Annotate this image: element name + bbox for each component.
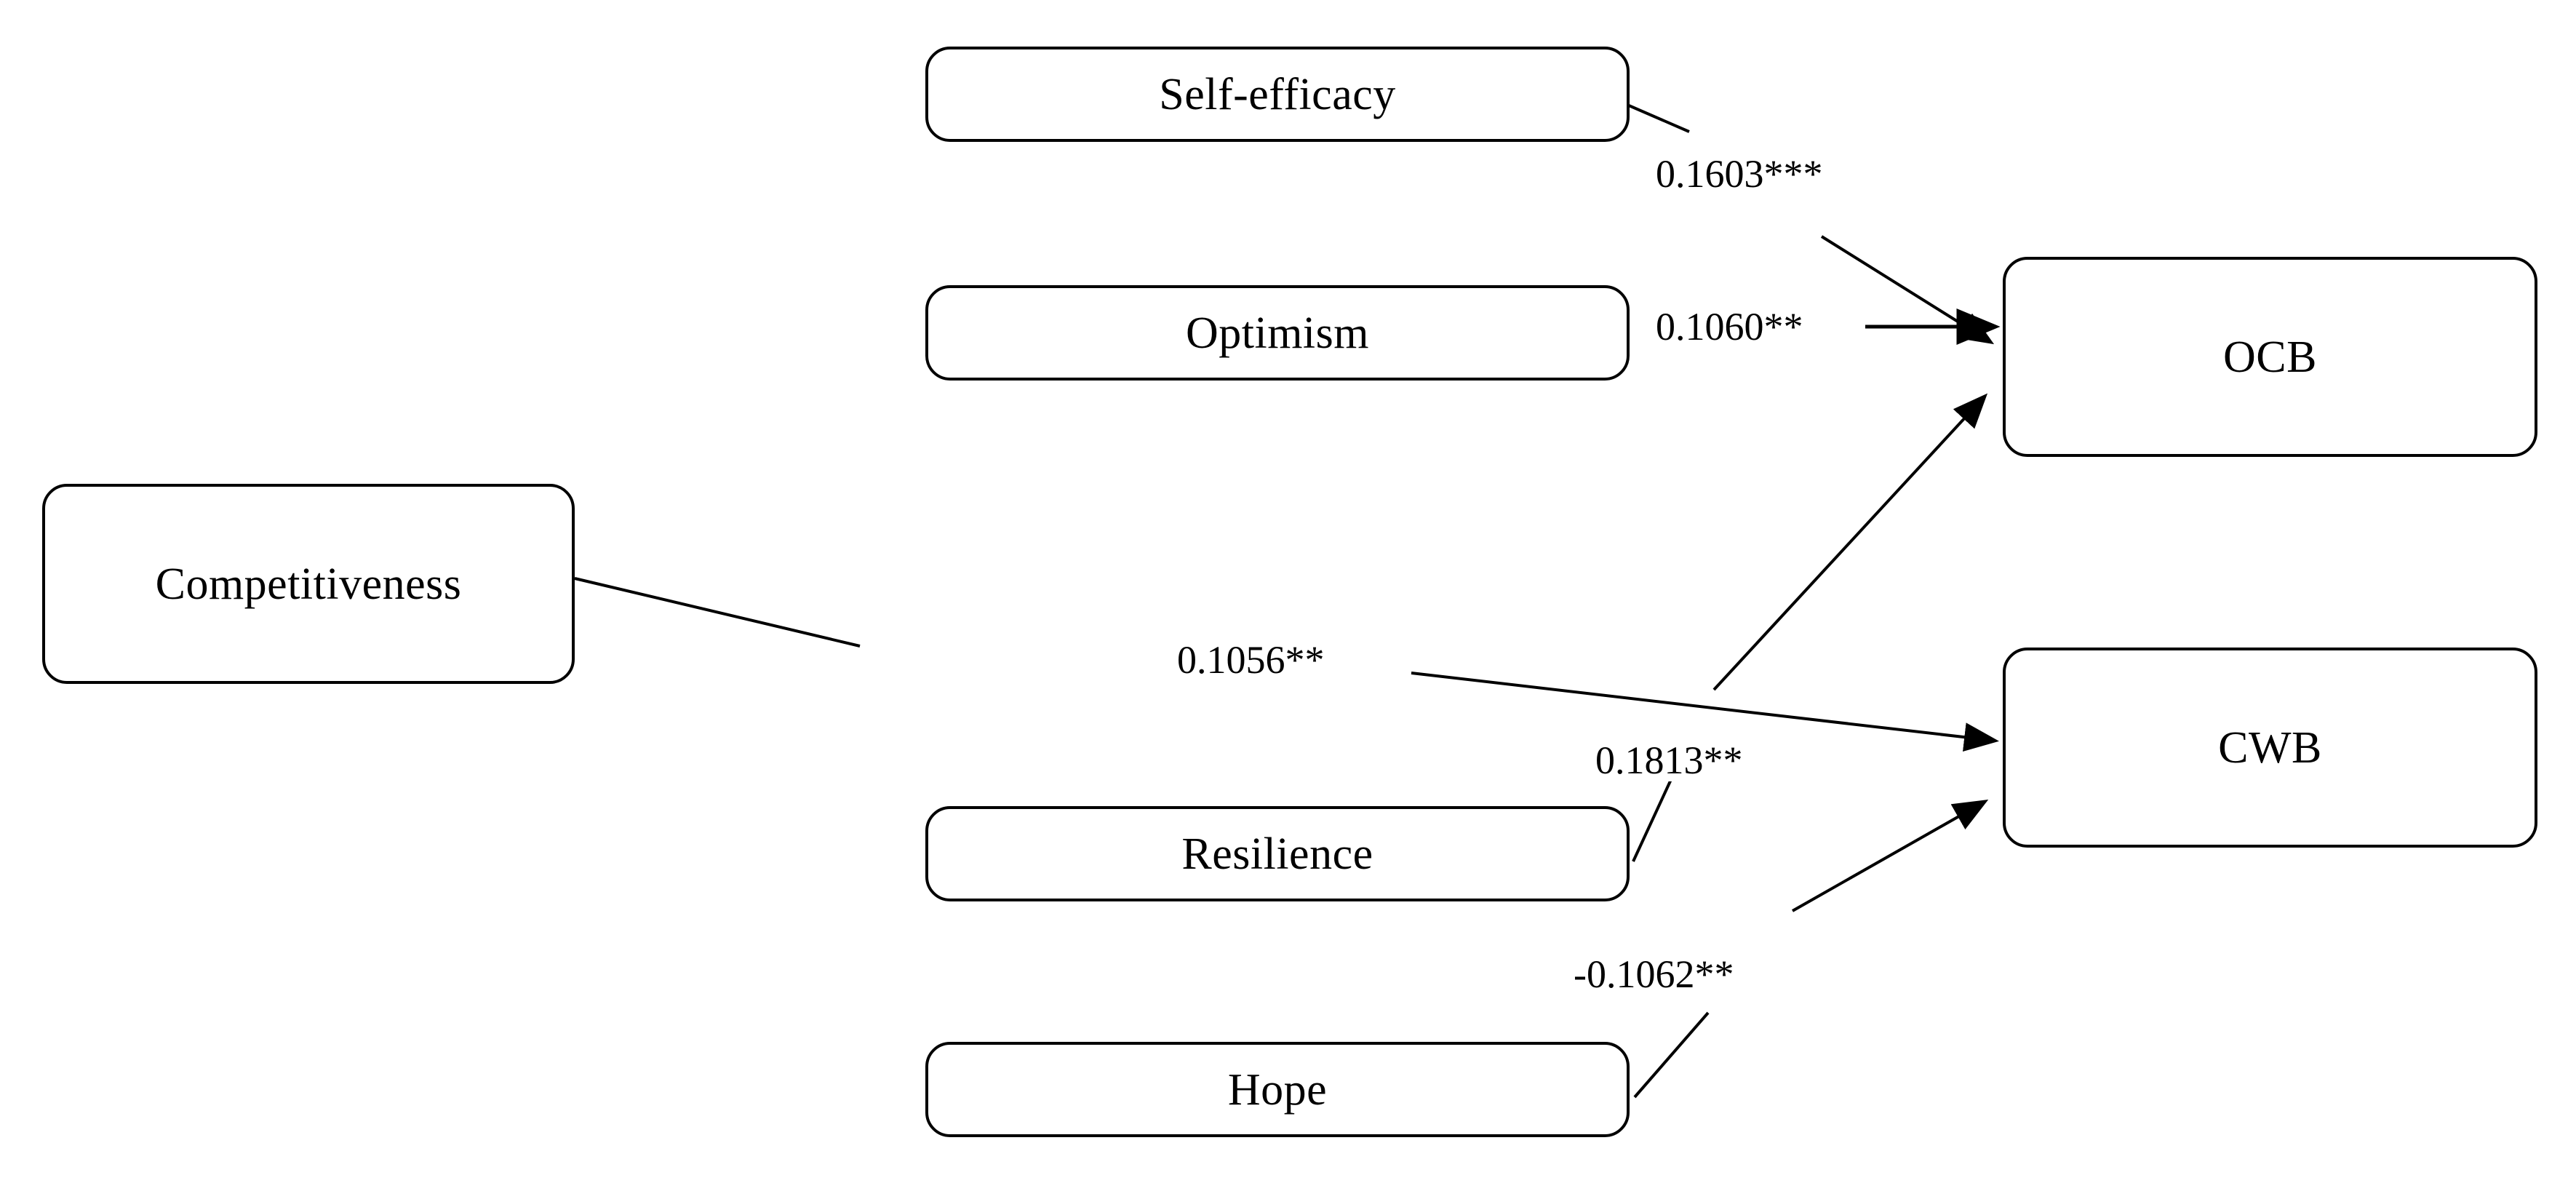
node-optimism-label: Optimism — [1185, 308, 1370, 358]
node-self-efficacy-label: Self-efficacy — [1159, 69, 1396, 119]
node-cwb[interactable]: CWB — [2003, 648, 2537, 848]
edge-competitiveness-to-cwb — [574, 577, 1999, 752]
edge-label-optimism-to-ocb: 0.1060** — [1650, 306, 1809, 348]
node-hope[interactable]: Hope — [925, 1042, 1630, 1137]
node-competitiveness[interactable]: Competitiveness — [42, 484, 575, 684]
node-ocb-label: OCB — [2223, 332, 2317, 382]
node-resilience-label: Resilience — [1181, 829, 1373, 879]
edge-label-competitiveness-to-cwb: 0.1056** — [1171, 639, 1331, 681]
edge-label-hope-to-cwb: -0.1062** — [1568, 953, 1740, 995]
node-hope-label: Hope — [1227, 1064, 1328, 1115]
edge-resilience-to-ocb — [1632, 393, 1988, 862]
node-cwb-label: CWB — [2218, 722, 2322, 773]
node-competitiveness-label: Competitiveness — [155, 559, 462, 609]
node-ocb[interactable]: OCB — [2003, 257, 2537, 457]
edge-label-self-efficacy-to-ocb: 0.1603*** — [1650, 153, 1829, 195]
node-optimism[interactable]: Optimism — [925, 285, 1630, 381]
node-self-efficacy[interactable]: Self-efficacy — [925, 47, 1630, 142]
edge-label-resilience-to-ocb: 0.1813** — [1590, 739, 1749, 781]
edge-hope-to-cwb — [1633, 800, 1989, 1099]
node-resilience[interactable]: Resilience — [925, 806, 1630, 901]
